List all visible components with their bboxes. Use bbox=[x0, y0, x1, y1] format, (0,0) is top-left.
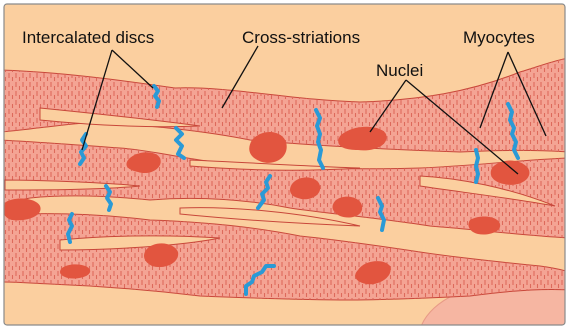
label-intercalated-discs: Intercalated discs bbox=[22, 28, 154, 47]
label-cross-striations: Cross-striations bbox=[242, 28, 360, 47]
nucleus bbox=[491, 161, 530, 185]
intercalated-disc bbox=[476, 150, 478, 182]
label-nuclei: Nuclei bbox=[376, 61, 423, 80]
label-myocytes: Myocytes bbox=[463, 28, 535, 47]
nucleus bbox=[468, 217, 500, 235]
